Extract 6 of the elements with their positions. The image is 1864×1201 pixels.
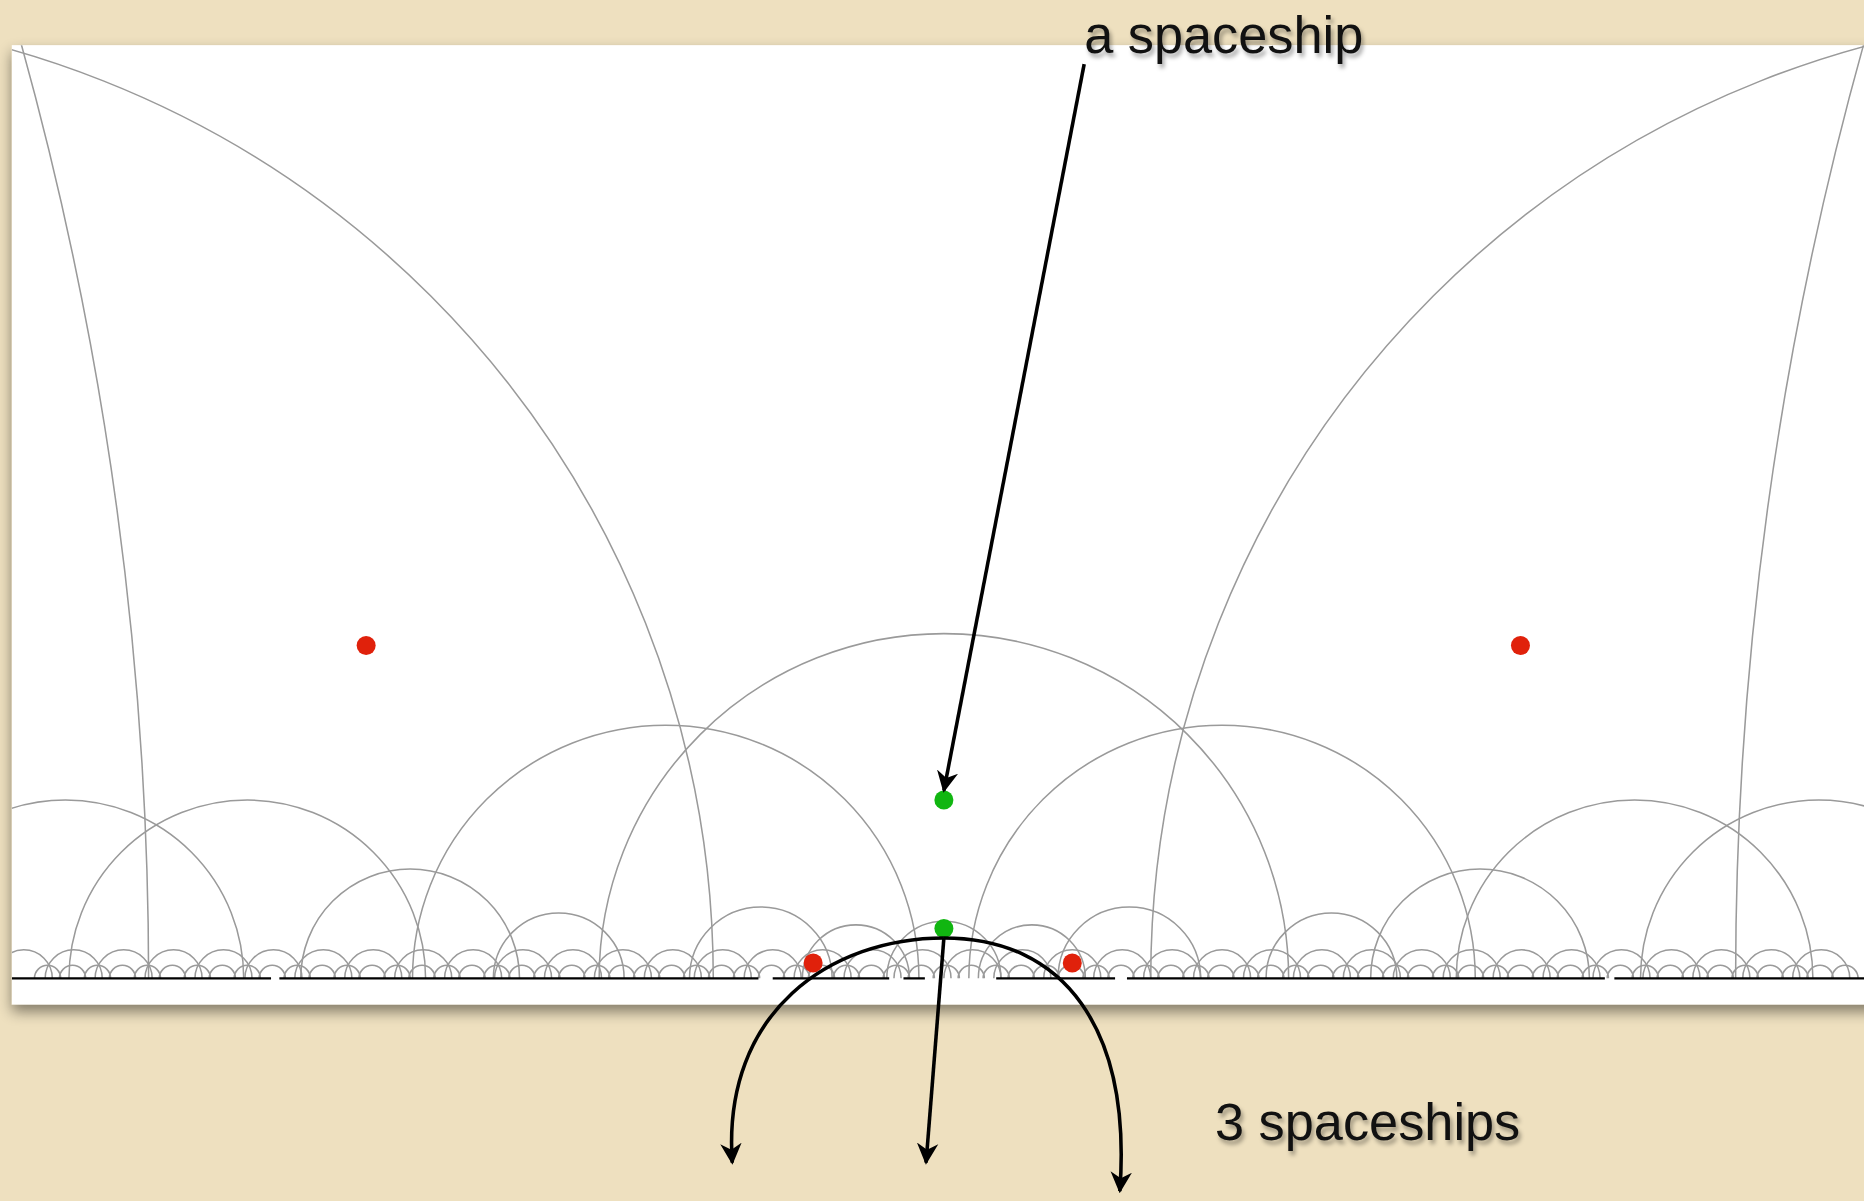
arrow <box>721 936 944 1165</box>
arrow <box>916 937 946 1165</box>
arrow <box>943 936 1132 1194</box>
callout-text: a spaceship <box>1084 7 1364 65</box>
arrow <box>937 63 1086 793</box>
caption-text: 3 spaceships <box>1214 1093 1521 1152</box>
